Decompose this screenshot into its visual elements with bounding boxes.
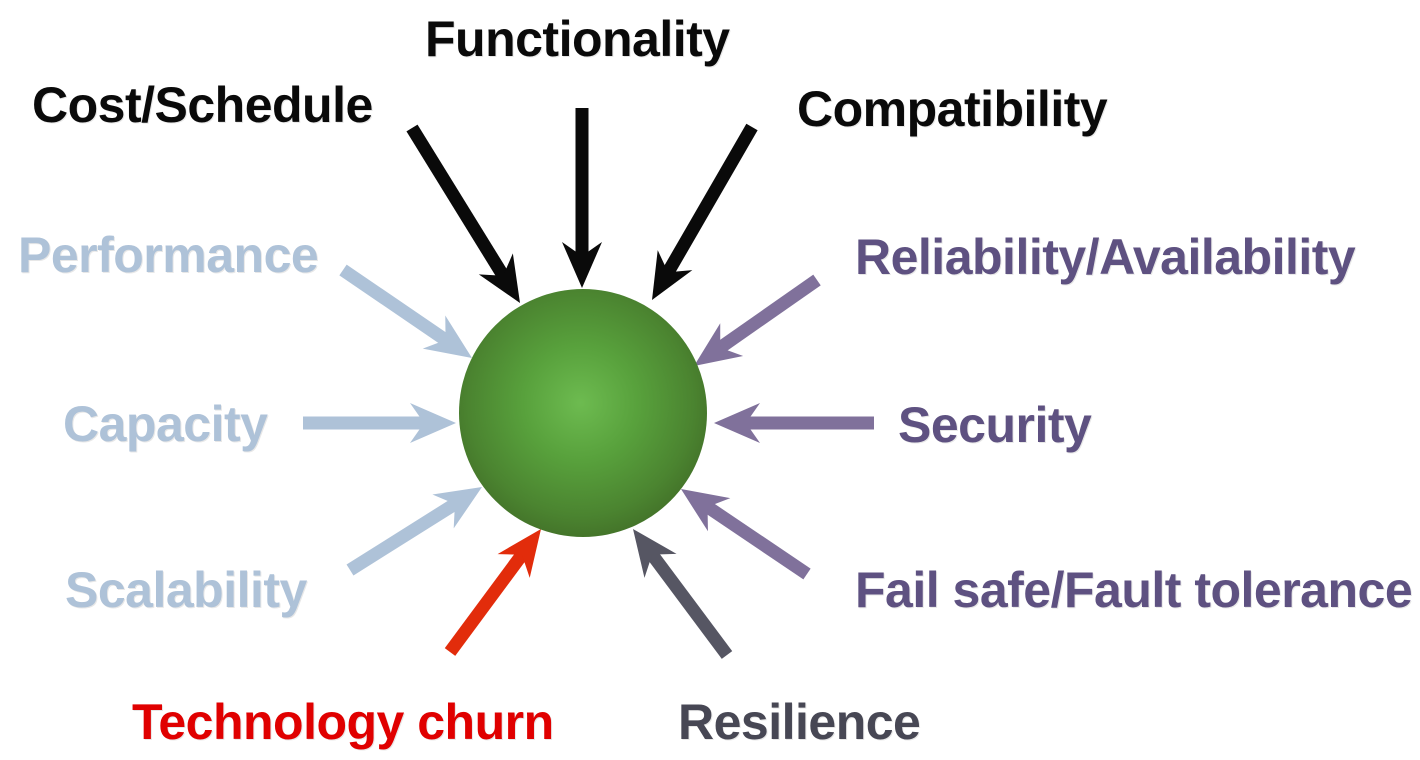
label-fail-safe: Fail safe/Fault tolerance <box>855 562 1413 618</box>
arrow-shaft-resilience <box>645 549 733 659</box>
system-sphere <box>459 289 707 537</box>
arrow-shaft-reliability <box>714 274 821 355</box>
arrow-shaft-performance <box>339 264 451 347</box>
label-compatibility: Compatibility <box>797 81 1108 137</box>
arrow-shaft-fail-safe <box>702 500 811 580</box>
label-resilience: Resilience <box>678 694 921 750</box>
arrow-head-cost-schedule <box>478 253 520 303</box>
label-capacity: Capacity <box>63 396 268 452</box>
arrow-head-technology-churn <box>497 529 541 578</box>
label-technology-churn: Technology churn <box>132 694 554 750</box>
arrow-head-performance <box>422 315 472 358</box>
arrow-head-compatibility <box>652 250 693 300</box>
label-performance: Performance <box>18 227 319 283</box>
arrow-head-functionality <box>562 242 602 288</box>
arrow-head-capacity <box>410 403 456 443</box>
label-reliability: Reliability/Availability <box>855 229 1356 285</box>
arrow-head-fail-safe <box>681 489 731 532</box>
label-cost-schedule: Cost/Schedule <box>32 77 373 133</box>
label-scalability: Scalability <box>65 562 307 618</box>
label-functionality: Functionality <box>425 11 730 67</box>
arrow-head-reliability <box>694 323 744 366</box>
arrow-shaft-technology-churn <box>444 549 529 656</box>
arrow-head-resilience <box>633 529 677 578</box>
arrow-shaft-cost-schedule <box>406 124 510 281</box>
label-security: Security <box>898 397 1092 453</box>
arrow-head-security <box>714 403 760 443</box>
arrow-shaft-scalability <box>346 497 461 576</box>
arrows-group <box>303 108 874 659</box>
arrow-head-scalability <box>432 487 482 529</box>
arrow-shaft-compatibility <box>661 123 758 278</box>
